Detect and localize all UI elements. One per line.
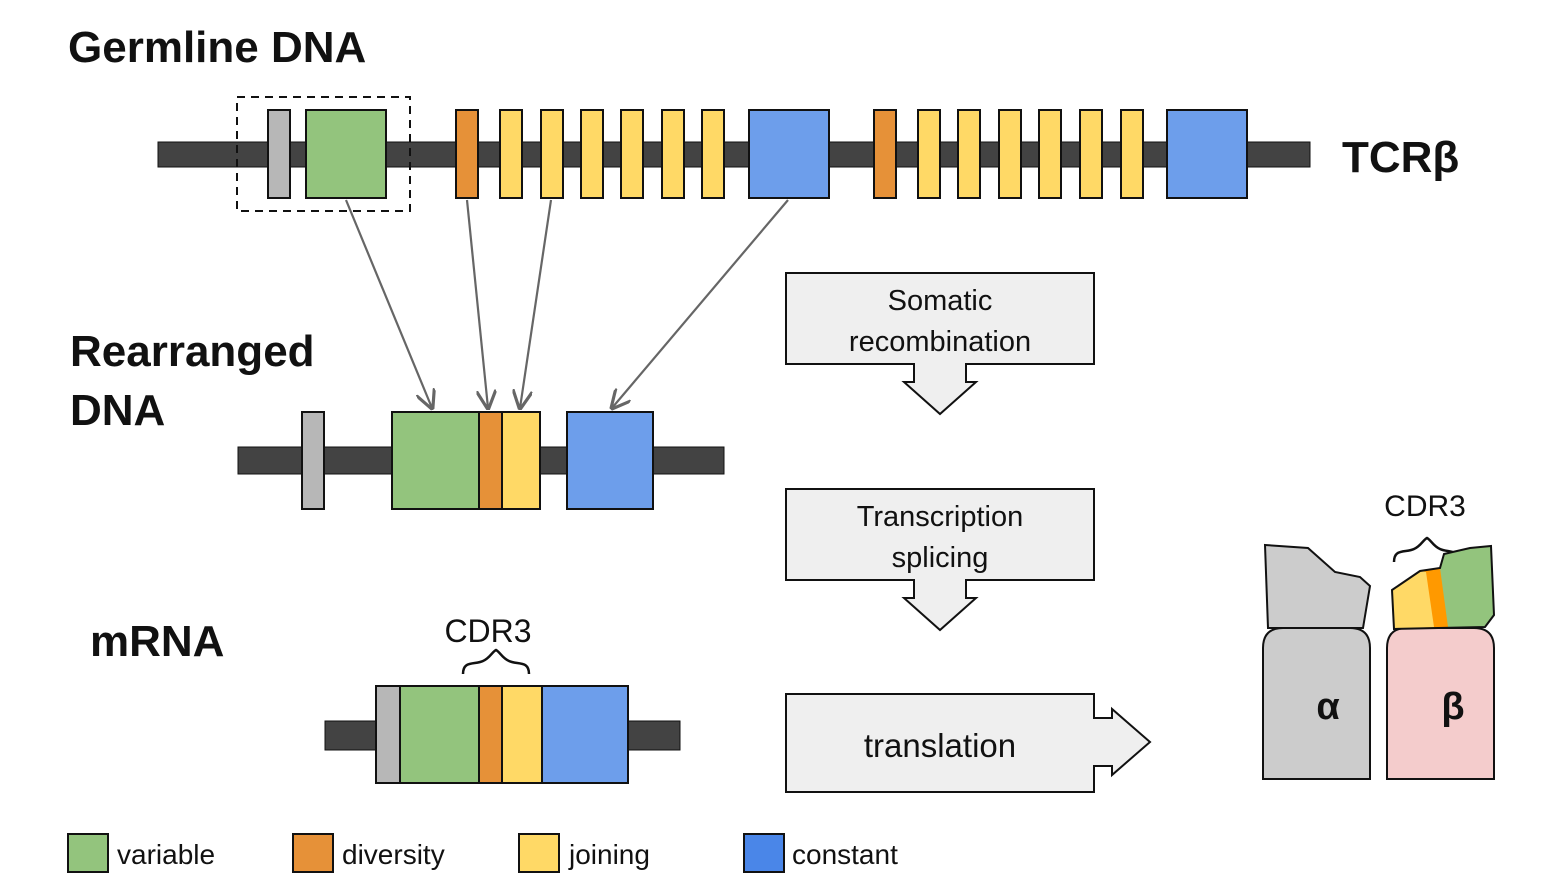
legend-swatch-diversity <box>292 833 334 873</box>
germline-title: Germline DNA <box>68 23 366 72</box>
mrna-cdr3-brace <box>461 648 531 675</box>
germline-constant-segment-2 <box>1166 109 1248 199</box>
transcription-label-line1: Transcription <box>857 501 1024 533</box>
mrna-joining-segment <box>501 685 543 784</box>
recombination-label-line1: Somatic <box>888 285 993 317</box>
germline-variable-segment <box>305 109 387 199</box>
mrna-variable-segment <box>399 685 480 784</box>
germline-joining-cluster-1 <box>499 109 725 199</box>
translation-step: translation <box>785 693 1152 793</box>
recombination-mapping-arrows <box>344 199 789 408</box>
legend-swatch-joining <box>518 833 560 873</box>
legend-swatch-constant <box>743 833 785 873</box>
beta-label: β <box>1441 686 1464 728</box>
beta-joining-region <box>1392 571 1434 629</box>
germline-highlight-box <box>236 96 411 212</box>
protein-cdr3-label: CDR3 <box>1384 490 1466 523</box>
legend-item-variable: variable <box>67 833 215 873</box>
mrna-cdr3-label: CDR3 <box>444 613 531 649</box>
legend-label-variable: variable <box>117 839 215 870</box>
transcription-splicing-step: Transcription splicing <box>785 488 1095 632</box>
alpha-label: α <box>1316 686 1339 728</box>
legend-item-constant: constant <box>743 833 898 873</box>
rearranged-variable-segment <box>391 411 480 510</box>
alpha-constant-domain <box>1262 627 1371 780</box>
translation-label: translation <box>864 727 1016 764</box>
legend: variable diversity joining constant <box>67 833 898 873</box>
mrna-constant-segment <box>541 685 629 784</box>
rearranged-constant-segment <box>566 411 654 510</box>
rearranged-leader-segment <box>301 411 325 510</box>
legend-label-joining: joining <box>568 839 650 870</box>
germline-diversity-segment-1 <box>455 109 479 199</box>
germline-diversity-segment-2 <box>873 109 897 199</box>
beta-variable-outline <box>1390 544 1496 631</box>
mrna-diversity-segment <box>478 685 503 784</box>
locus-label: TCRβ <box>1342 133 1459 182</box>
legend-item-joining: joining <box>518 833 650 873</box>
germline-constant-segment-1 <box>748 109 830 199</box>
germline-joining-cluster-2 <box>917 109 1144 199</box>
rearranged-joining-segment <box>501 411 541 510</box>
alpha-chain: α <box>1262 543 1372 780</box>
somatic-recombination-step: Somatic recombination <box>785 272 1095 416</box>
beta-chain: β <box>1386 544 1496 780</box>
mrna-title: mRNA <box>90 617 224 666</box>
rearranged-title-line2: DNA <box>70 386 165 435</box>
alpha-variable-domain <box>1263 543 1372 629</box>
germline-strand <box>157 96 1311 212</box>
rearranged-diversity-segment <box>478 411 503 510</box>
legend-item-diversity: diversity <box>292 833 445 873</box>
mrna-strand <box>324 685 681 784</box>
legend-label-diversity: diversity <box>342 839 445 870</box>
rearranged-title-line1: Rearranged <box>70 327 315 376</box>
protein-cdr3-brace <box>1392 536 1460 563</box>
rearranged-strand <box>237 411 725 510</box>
germline-leader-segment <box>267 109 291 199</box>
mrna-leader-segment <box>375 685 401 784</box>
legend-swatch-variable <box>67 833 109 873</box>
transcription-label-line2: splicing <box>892 542 989 574</box>
legend-label-constant: constant <box>792 839 898 870</box>
recombination-label-line2: recombination <box>849 326 1031 358</box>
